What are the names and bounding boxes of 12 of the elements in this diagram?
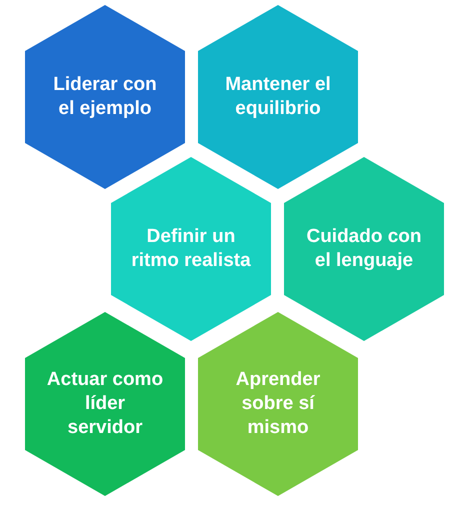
hexagon-tile xyxy=(25,312,185,496)
hexagon-tile xyxy=(198,312,358,496)
hexagon-tile xyxy=(111,157,271,341)
tile-label: Mantener el equilibrio xyxy=(224,73,332,121)
tile-label: Cuidado con el lenguaje xyxy=(305,225,423,273)
tile-label: Aprender sobre sí mismo xyxy=(234,368,322,440)
hexagon-tile xyxy=(284,157,444,341)
tile-label: Definir un ritmo realista xyxy=(131,225,251,273)
tile-label: Actuar como líder servidor xyxy=(46,368,164,440)
hexagon-tile xyxy=(198,5,358,189)
tile-label: Liderar con el ejemplo xyxy=(52,73,158,121)
hexagon-tile xyxy=(25,5,185,189)
